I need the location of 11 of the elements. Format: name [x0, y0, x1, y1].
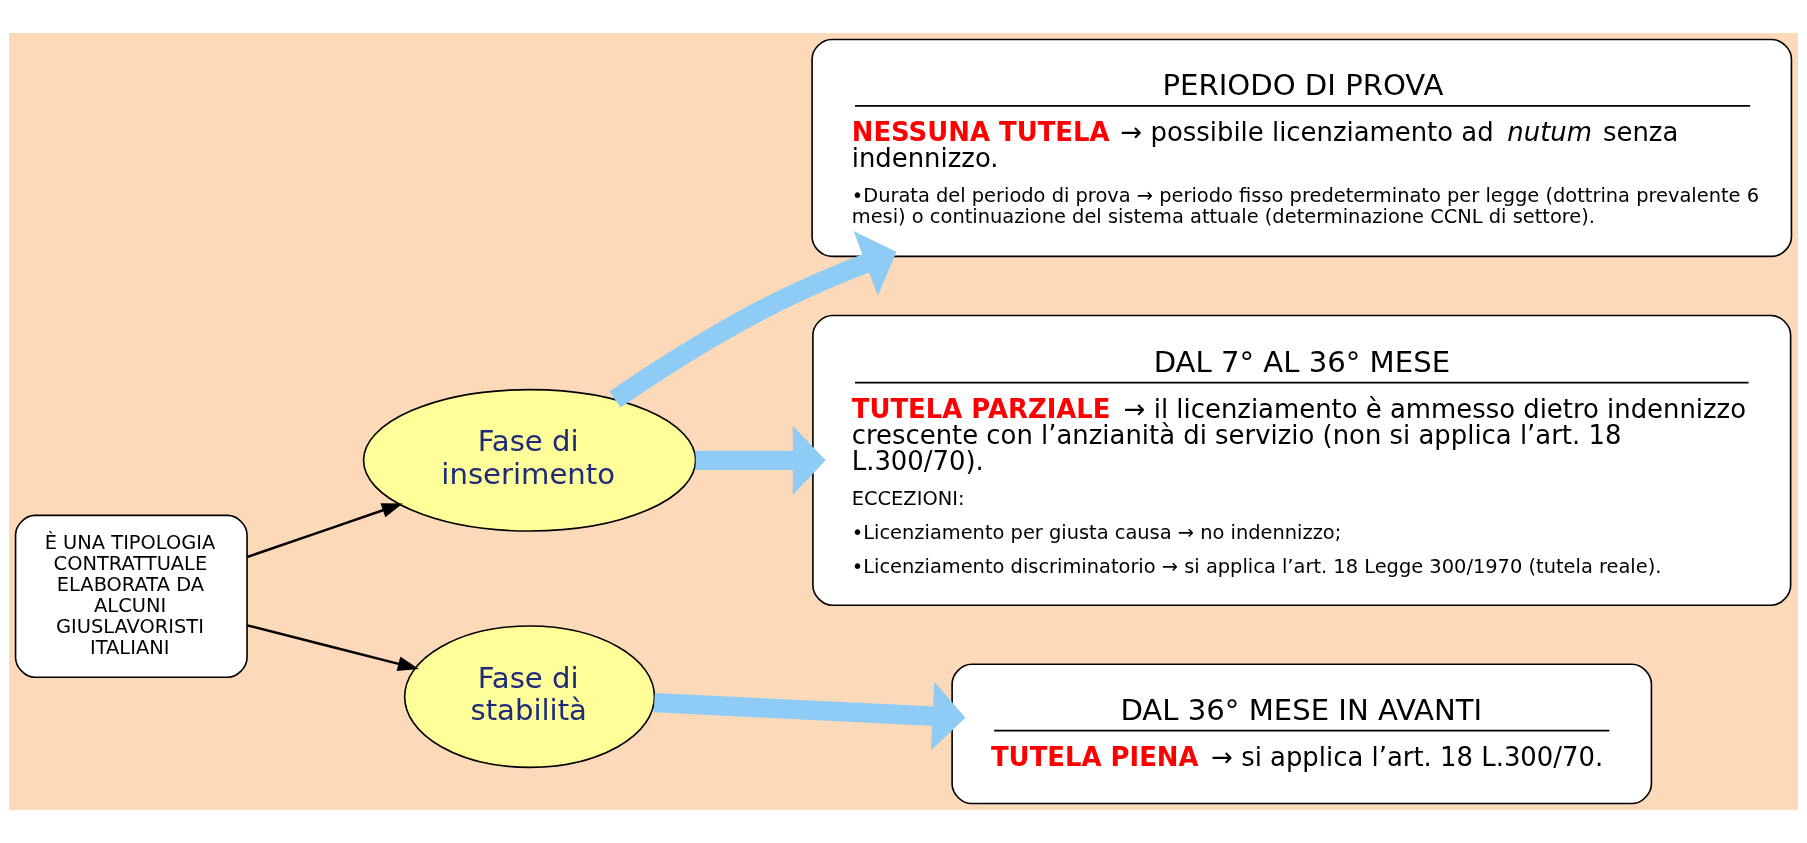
arrow — [653, 681, 966, 751]
node-box: È UNA TIPOLOGIA CONTRATTUALE ELABORATA DA ALCUNI GIUSLAVORISTI ITALIANI — [14, 514, 248, 679]
arrow — [695, 425, 826, 495]
node-box: DAL 7° AL 36° MESE TUTELA PARZIALE → il licenziamento è ammesso dietro indennizzo crescente con l’anzianità di servizio (non si applica l’art. 18 L.300/70). ECCEZIONI: •Licenziamento per giusta causa → no indennizzo; •Licenziamento discriminatorio → si applica l’art. 18 Legge 300/1970 (tutela reale). — [812, 314, 1792, 607]
arrow — [246, 624, 419, 671]
node-box: DAL 36° MESE IN AVANTI TUTELA PIENA → si applica l’art. 18 L.300/70. — [951, 663, 1653, 805]
node-ellipse: Fase di stabilità — [403, 625, 656, 769]
arrow — [246, 503, 403, 559]
arrow — [609, 231, 897, 408]
node-ellipse: Fase di inserimento — [362, 388, 697, 532]
node-box: PERIODO DI PROVA NESSUNA TUTELA → possibile licenziamento ad nutum senza indennizzo. •Durata del periodo di prova → periodo fisso predeterminato per legge (dottrina prevalente 6 mesi) o continuazione del sistema attuale (determinazione CCNL di settore). — [811, 38, 1793, 258]
